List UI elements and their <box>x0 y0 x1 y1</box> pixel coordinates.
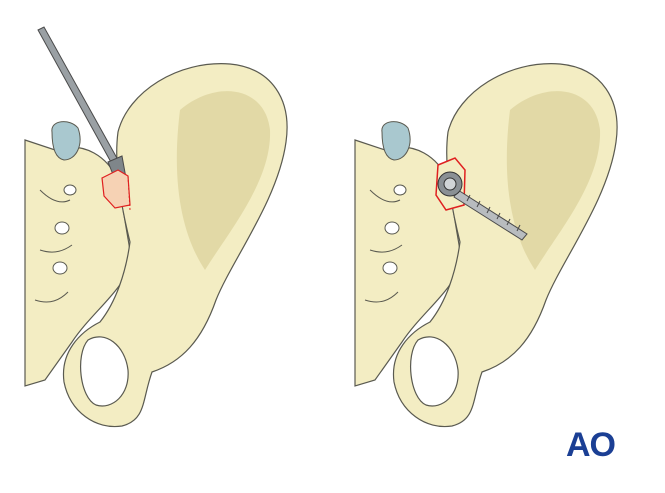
screw-icon <box>437 171 528 241</box>
left-pelvis-illustration <box>24 26 288 428</box>
right-pelvis-illustration <box>354 63 618 428</box>
ao-logo: AO <box>566 426 616 464</box>
